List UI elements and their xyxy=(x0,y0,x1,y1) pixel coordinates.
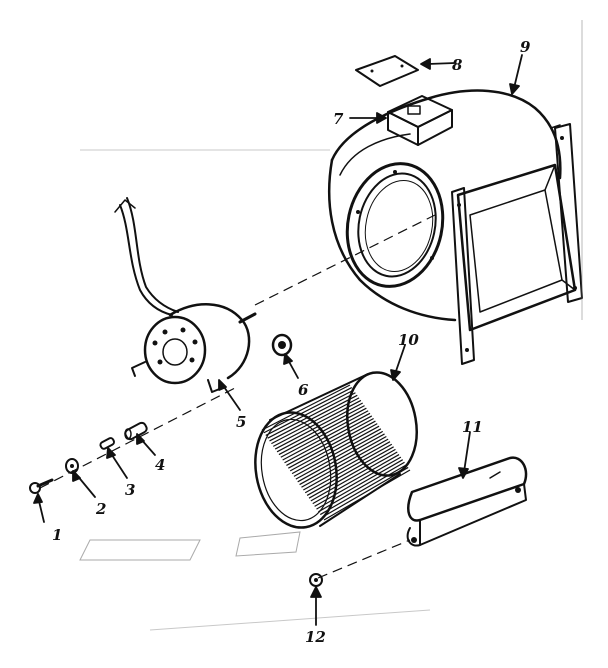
wheel-blade xyxy=(304,443,393,494)
wheel-blade xyxy=(276,405,365,453)
wheel-blade xyxy=(271,397,360,445)
callout-2: 2 xyxy=(95,500,106,518)
wheel-blade xyxy=(269,394,358,442)
part-4-sleeve xyxy=(124,421,148,441)
wheel-blade xyxy=(263,387,353,434)
part-5-motor xyxy=(114,197,257,393)
callout-9: 9 xyxy=(520,38,531,56)
part-2-washer xyxy=(65,458,79,474)
callout-6: 6 xyxy=(298,381,309,399)
wheel-blade xyxy=(316,459,404,510)
callout-12: 12 xyxy=(305,628,326,646)
wheel-blades xyxy=(261,384,411,521)
callout-leaders xyxy=(33,54,523,626)
part-7-terminal-box xyxy=(387,95,453,146)
wheel-blade xyxy=(274,402,364,450)
wheel-blade xyxy=(284,415,373,464)
wheel-blade xyxy=(278,407,367,456)
scan-artifacts xyxy=(79,20,583,631)
wheel-blade xyxy=(303,441,391,491)
wheel-blade xyxy=(321,466,409,518)
callout-10: 10 xyxy=(398,331,419,349)
wheel-blade xyxy=(289,423,378,472)
wheel-blade xyxy=(282,412,371,461)
part-12-centerline xyxy=(317,539,411,579)
callout-4: 4 xyxy=(155,456,165,474)
wheel-blade xyxy=(291,425,380,475)
wheel-blade xyxy=(323,469,411,521)
wheel-blade xyxy=(288,420,376,469)
callout-1: 1 xyxy=(52,526,62,544)
wheel-blade xyxy=(318,461,405,513)
part-9-blower-housing xyxy=(327,89,583,365)
wheel-blade xyxy=(295,430,384,480)
shaft-centerline xyxy=(254,214,436,306)
wheel-blade xyxy=(299,435,387,486)
callout-8: 8 xyxy=(452,56,463,74)
part-1-bolt xyxy=(29,478,54,494)
wheel-blade xyxy=(312,454,400,505)
wheel-blade xyxy=(319,464,407,516)
callout-labels: 1 2 3 4 5 6 7 8 9 10 11 12 xyxy=(52,38,531,646)
wheel-blade xyxy=(297,433,385,483)
callout-5: 5 xyxy=(236,413,246,431)
wheel-blade xyxy=(265,389,354,436)
callout-3: 3 xyxy=(125,481,135,499)
wheel-blade xyxy=(308,448,396,499)
wheel-blade xyxy=(280,410,369,458)
part-6-hub xyxy=(271,333,293,357)
wheel-blade xyxy=(267,392,356,439)
wheel-blade xyxy=(301,438,389,488)
part-8-cover-plate xyxy=(355,55,419,87)
wheel-blade xyxy=(314,456,402,507)
part-11-cutoff-plate xyxy=(406,456,528,547)
wheel-blade xyxy=(286,417,374,466)
callout-7: 7 xyxy=(333,110,344,128)
wheel-blade xyxy=(306,446,394,496)
part-3-spacer xyxy=(99,437,116,450)
part-12-screw xyxy=(309,573,323,587)
callout-11: 11 xyxy=(462,418,483,436)
wheel-blade xyxy=(293,428,382,477)
wheel-blade xyxy=(272,399,362,447)
part-10-blower-wheel xyxy=(254,371,418,529)
wheel-blade xyxy=(261,384,351,431)
wheel-blade xyxy=(310,451,398,502)
